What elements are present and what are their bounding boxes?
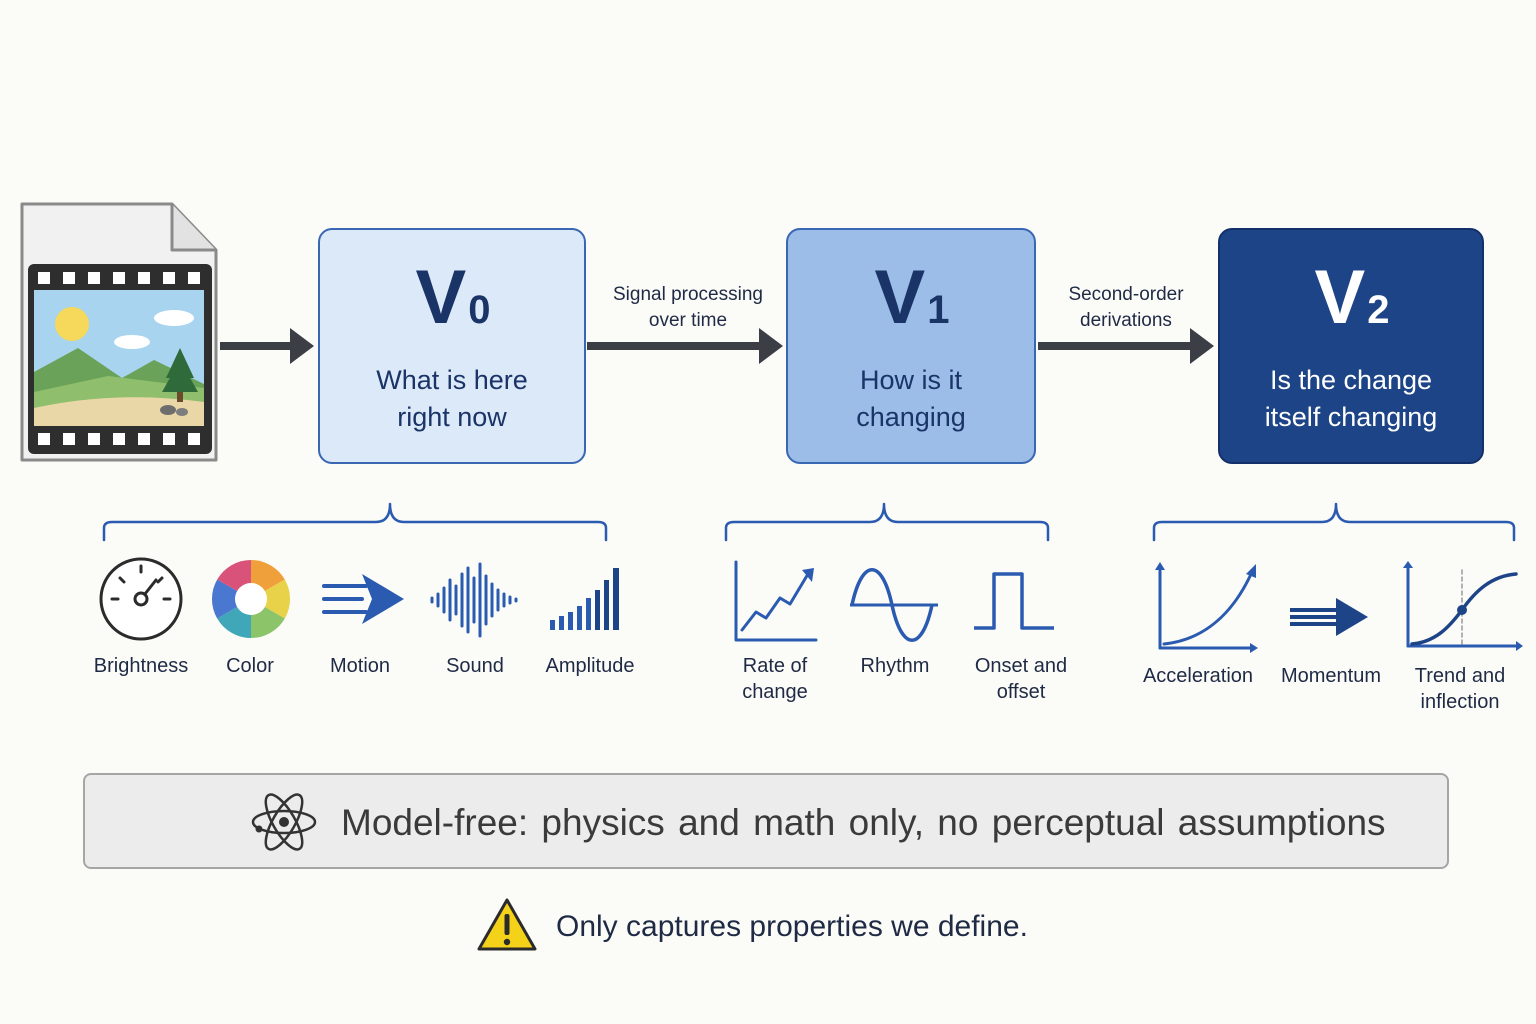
feature-label-onset-and-offset: Onset and offset bbox=[974, 655, 1068, 703]
model-free-banner: Model-free: physics and math only, no pe… bbox=[83, 773, 1449, 869]
stage-v2-description: Is the change itself changing bbox=[1264, 365, 1438, 432]
banner-text: Model-free: physics and math only, no pe… bbox=[341, 802, 1386, 843]
arrow-v0-to-v1 bbox=[587, 342, 763, 350]
feature-label-brightness: Brightness bbox=[93, 655, 189, 677]
video-file-icon bbox=[20, 202, 218, 462]
feature-label-trend-and-inflection: Trend and inflection bbox=[1414, 665, 1506, 713]
stage-v0-description: What is here right now bbox=[376, 365, 528, 432]
feature-label-color: Color bbox=[226, 655, 274, 677]
sine-wave-icon bbox=[850, 568, 938, 642]
limitation-note: Only captures properties we define. bbox=[556, 910, 1028, 943]
feature-label-momentum: Momentum bbox=[1280, 665, 1382, 687]
momentum-arrow-icon bbox=[1290, 598, 1368, 636]
brace-v1 bbox=[724, 502, 1050, 542]
amplitude-bars-icon bbox=[550, 568, 619, 630]
color-wheel-icon bbox=[211, 560, 291, 638]
feature-label-rhythm: Rhythm bbox=[860, 655, 930, 677]
arrow-v1-to-v2 bbox=[1038, 342, 1194, 350]
feature-label-acceleration: Acceleration bbox=[1142, 665, 1254, 687]
stage-v1-description: How is it changing bbox=[856, 365, 966, 432]
transition-label-v0-v1: Signal processing over time bbox=[613, 284, 763, 331]
acceleration-curve-icon bbox=[1155, 562, 1258, 653]
brace-v0 bbox=[102, 502, 608, 542]
warning-icon bbox=[477, 898, 537, 951]
sound-wave-icon bbox=[430, 562, 518, 638]
motion-arrow-icon bbox=[322, 574, 404, 624]
feature-label-sound: Sound bbox=[446, 655, 504, 677]
feature-label-amplitude: Amplitude bbox=[545, 655, 635, 677]
feature-label-motion: Motion bbox=[329, 655, 391, 677]
atom-icon bbox=[251, 793, 317, 851]
feature-label-rate-of-change: Rate of change bbox=[742, 655, 808, 703]
inflection-curve-icon bbox=[1403, 561, 1523, 651]
pulse-icon bbox=[974, 572, 1054, 630]
gauge-icon bbox=[99, 557, 183, 641]
rising-chart-icon bbox=[734, 560, 818, 642]
arrow-file-to-v0 bbox=[220, 342, 294, 350]
transition-label-v1-v2: Second-order derivations bbox=[1068, 284, 1184, 331]
brace-v2 bbox=[1152, 502, 1516, 542]
